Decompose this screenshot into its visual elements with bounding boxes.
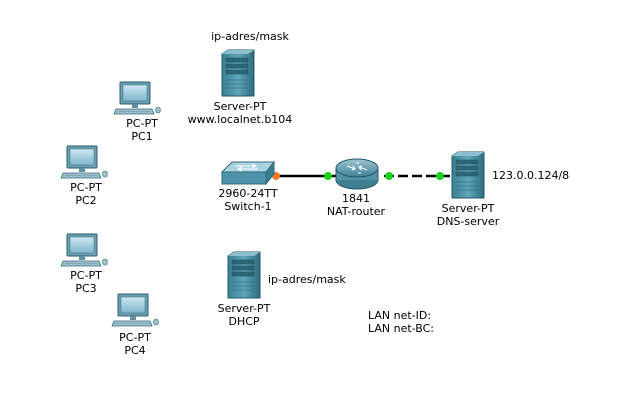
switch-name-label: Switch-1 (224, 200, 272, 213)
web-server-ip-note: ip-adres/mask (211, 30, 289, 43)
pc-computer-icon[interactable] (60, 145, 108, 179)
pc3-model-label: PC-PT (70, 269, 102, 282)
server-tower-icon[interactable] (221, 49, 255, 97)
pc1-model-label: PC-PT (126, 117, 158, 130)
pc3-name-label: PC3 (75, 282, 97, 295)
link-status-router-port-right (385, 172, 393, 180)
web-server-model-label: Server-PT (213, 100, 267, 113)
router-name-label: NAT-router (326, 205, 386, 218)
lan-net-bc-note: LAN net-BC: (368, 322, 434, 335)
lan-net-id-note: LAN net-ID: (368, 309, 432, 322)
router-model-label: 1841 (342, 192, 370, 205)
pc2-model-label: PC-PT (70, 181, 102, 194)
web-server-name-label: www.localnet.b104 (187, 113, 293, 126)
dns-server-name-label: DNS-server (436, 215, 500, 228)
link-status-router-port-left (324, 172, 332, 180)
server-tower-icon[interactable] (451, 151, 485, 199)
switch-model-label: 2960-24TT (218, 187, 278, 200)
dhcp-server-model-label: Server-PT (217, 302, 271, 315)
pc1-name-label: PC1 (131, 130, 153, 143)
dns-server-ip-label: 123.0.0.124/8 (492, 169, 570, 182)
pc-computer-icon[interactable] (111, 293, 159, 327)
pc-computer-icon[interactable] (113, 81, 161, 115)
pc4-name-label: PC4 (124, 344, 146, 357)
dhcp-server-ip-note: ip-adres/mask (268, 273, 346, 286)
pc4-model-label: PC-PT (119, 331, 151, 344)
dhcp-server-name-label: DHCP (228, 315, 260, 328)
pc-computer-icon[interactable] (60, 233, 108, 267)
server-tower-icon[interactable] (227, 251, 261, 299)
link-status-dns-port (436, 172, 444, 180)
router-icon[interactable] (335, 158, 379, 190)
switch-icon[interactable] (220, 160, 276, 186)
dns-server-model-label: Server-PT (441, 202, 495, 215)
pc2-name-label: PC2 (75, 194, 97, 207)
